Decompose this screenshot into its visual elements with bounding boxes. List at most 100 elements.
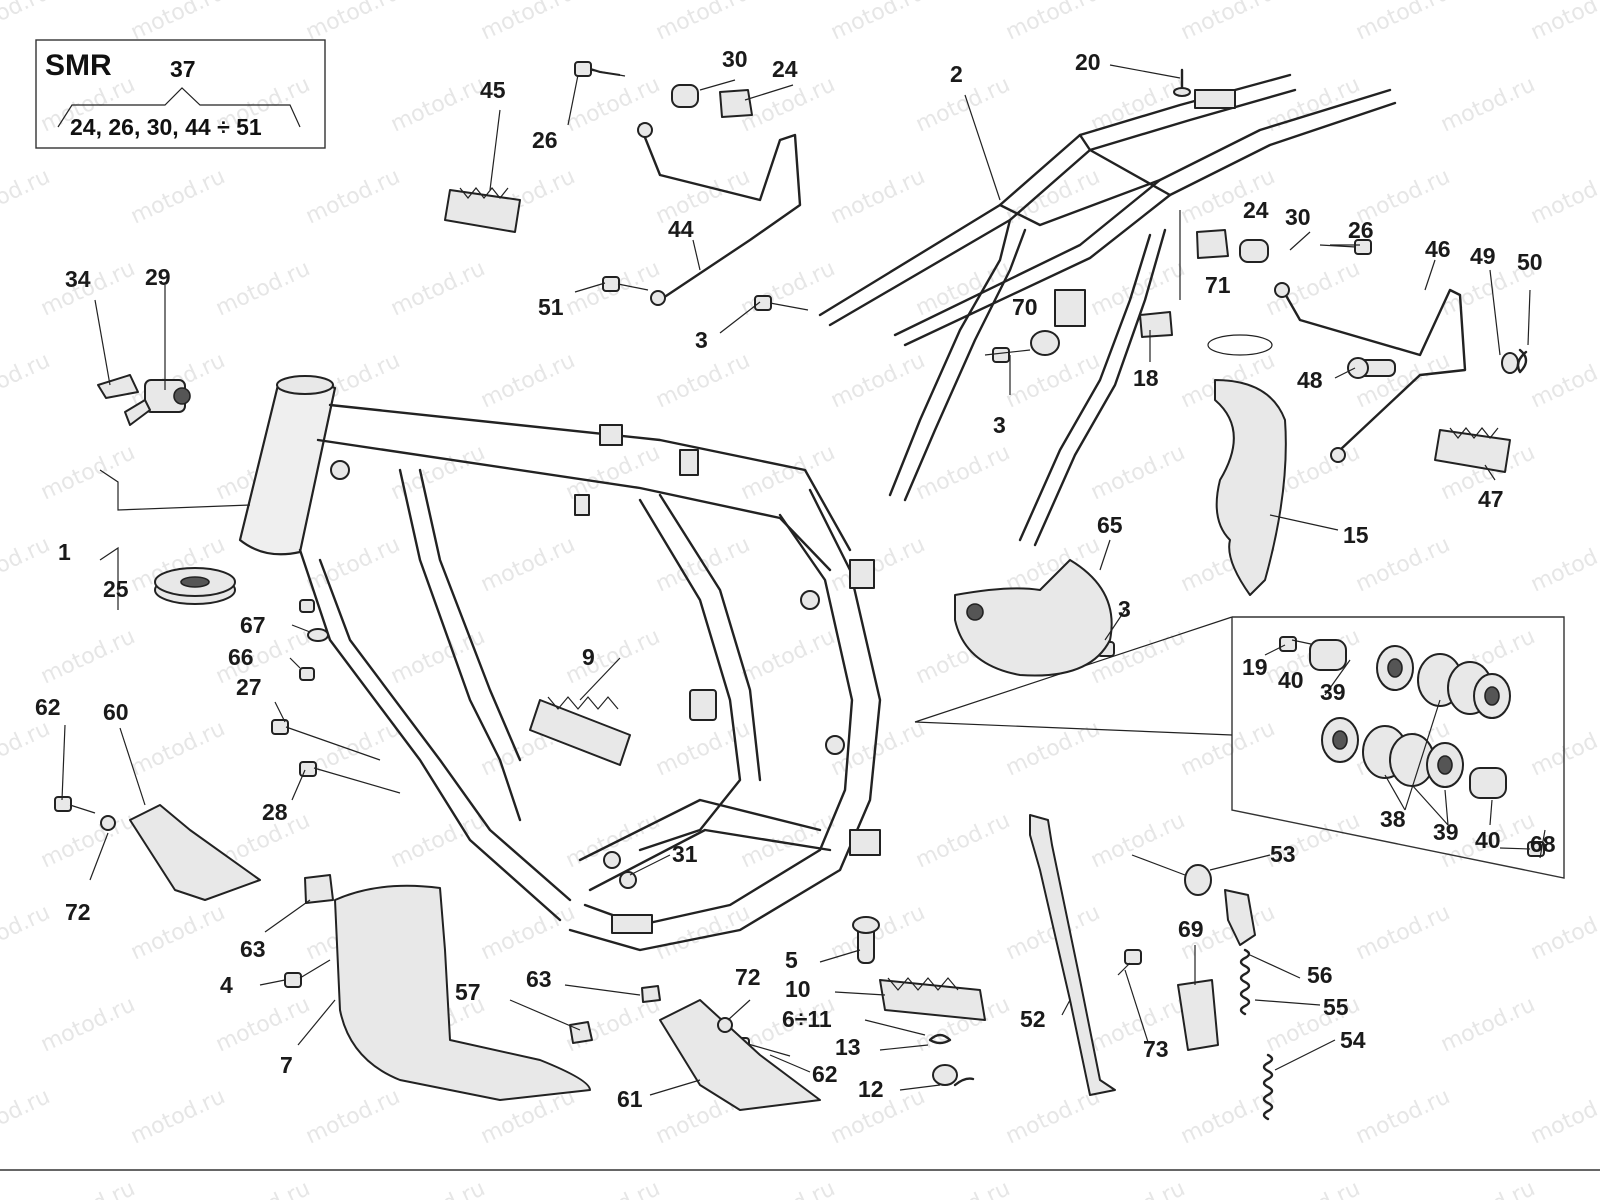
watermark-text: motod.ru <box>1437 1176 1539 1200</box>
part-44-footpeg-bracket <box>637 122 802 306</box>
part-30-spacer-right <box>1239 239 1269 263</box>
watermark-text: motod.ru <box>37 808 139 873</box>
watermark-text: motod.ru <box>37 992 139 1057</box>
callout-69: 69 <box>1178 916 1204 942</box>
part-48-pin <box>1347 357 1396 379</box>
part-15-rear-inner-fender <box>1214 379 1287 596</box>
callout-63b: 63 <box>526 966 552 992</box>
part-71-band <box>1207 334 1273 356</box>
legend-model: SMR <box>45 49 112 82</box>
watermark-text: motod.ru <box>827 164 929 229</box>
callout-31: 31 <box>672 841 698 867</box>
watermark-text: motod.ru <box>0 532 54 597</box>
callout-65: 65 <box>1097 512 1123 538</box>
watermark-text: motod.ru <box>562 624 664 689</box>
watermark-text: motod.ru <box>1352 1084 1454 1149</box>
callout-30b: 30 <box>1285 204 1311 230</box>
watermark-text: motod.ru <box>127 900 229 965</box>
callout-54: 54 <box>1340 1027 1366 1053</box>
callout-67: 67 <box>240 612 266 638</box>
watermark-text: motod.ru <box>387 440 489 505</box>
watermark-text: motod.ru <box>387 1176 489 1200</box>
callout-51: 51 <box>538 294 564 320</box>
part-29-ignition-lock <box>97 374 191 426</box>
watermark-text: motod.ru <box>0 348 54 413</box>
callout-29: 29 <box>145 264 171 290</box>
watermark-text: motod.ru <box>827 0 929 45</box>
watermark-text: motod.ru <box>737 1176 839 1200</box>
callout-63a: 63 <box>240 936 266 962</box>
legend-parts: 24, 26, 30, 44 ÷ 51 <box>70 114 262 140</box>
callout-28: 28 <box>262 799 288 825</box>
callout-6-11: 6÷11 <box>782 1006 832 1032</box>
callout-25: 25 <box>103 576 129 602</box>
callout-40b: 40 <box>1475 827 1501 853</box>
callout-24a: 24 <box>772 56 798 82</box>
watermark-text: motod.ru <box>1352 900 1454 965</box>
callout-55: 55 <box>1323 994 1349 1020</box>
watermark-text: motod.ru <box>37 440 139 505</box>
part-61-guard <box>659 999 821 1111</box>
bolts <box>54 61 1545 1057</box>
watermark-text: motod.ru <box>477 900 579 965</box>
callout-48: 48 <box>1297 367 1323 393</box>
watermark-text: motod.ru <box>1177 716 1279 781</box>
callout-45: 45 <box>480 77 506 103</box>
watermark-text: motod.ru <box>827 532 929 597</box>
callout-39a: 39 <box>1320 679 1346 705</box>
watermark-text: motod.ru <box>387 72 489 137</box>
part-57-clip <box>569 1021 593 1044</box>
watermark-text: motod.ru <box>1087 256 1189 321</box>
watermark-text: motod.ru <box>1002 0 1104 45</box>
part-60-guard <box>129 804 261 901</box>
callout-10: 10 <box>785 976 811 1002</box>
callout-4: 4 <box>220 972 233 998</box>
watermark-text: motod.ru <box>1002 348 1104 413</box>
callout-61: 61 <box>617 1086 643 1112</box>
callout-62b: 62 <box>812 1061 838 1087</box>
part-70-grommet <box>1030 330 1060 356</box>
watermark-text: motod.ru <box>37 1176 139 1200</box>
watermark-text: motod.ru <box>912 72 1014 137</box>
part-56-spring-plate <box>1224 889 1256 946</box>
watermark-text: motod.ru <box>1177 0 1279 45</box>
watermark-text: motod.ru <box>1002 1084 1104 1149</box>
watermark-text: motod.ru <box>1437 992 1539 1057</box>
part-30-spacer <box>671 84 699 108</box>
callout-34: 34 <box>65 266 91 292</box>
watermark-text: motod.ru <box>212 1176 314 1200</box>
watermark-text: motod.ru <box>0 900 54 965</box>
part-69-pad <box>1177 979 1219 1051</box>
part-bearing-set <box>1309 639 1511 799</box>
part-7-skid-plate <box>334 884 591 1101</box>
part-49-washer <box>1501 352 1519 374</box>
callout-5: 5 <box>785 947 798 973</box>
watermark-text: motod.ru <box>0 1084 54 1149</box>
callout-3b: 3 <box>993 412 1006 438</box>
callout-3a: 3 <box>695 327 708 353</box>
watermark-text: motod.ru <box>1352 348 1454 413</box>
rear-subframe <box>818 73 1397 547</box>
part-9-footpeg <box>529 696 631 766</box>
part-24-clip <box>719 89 753 118</box>
watermark-text: motod.ru <box>912 808 1014 873</box>
watermark-text: motod.ru <box>387 808 489 873</box>
callout-44: 44 <box>668 216 694 242</box>
watermark-text: motod.ru <box>652 0 754 45</box>
callout-47: 47 <box>1478 486 1504 512</box>
watermark-text: motod.ru <box>477 348 579 413</box>
watermark-text: motod.ru <box>477 532 579 597</box>
legend-number: 37 <box>170 56 196 82</box>
watermark-text: motod.ru <box>1262 72 1364 137</box>
part-50-clip <box>1516 348 1528 374</box>
callout-26a: 26 <box>532 127 558 153</box>
watermark-text: motod.ru <box>302 0 404 45</box>
watermark-text: motod.ru <box>37 624 139 689</box>
part-63-clip <box>304 874 334 904</box>
leader-lines <box>61 64 1546 1096</box>
watermark-text: motod.ru <box>127 716 229 781</box>
watermark-text: motod.ru <box>912 1176 1014 1200</box>
watermark-text: motod.ru <box>1527 900 1600 965</box>
watermark-text: motod.ru <box>737 440 839 505</box>
